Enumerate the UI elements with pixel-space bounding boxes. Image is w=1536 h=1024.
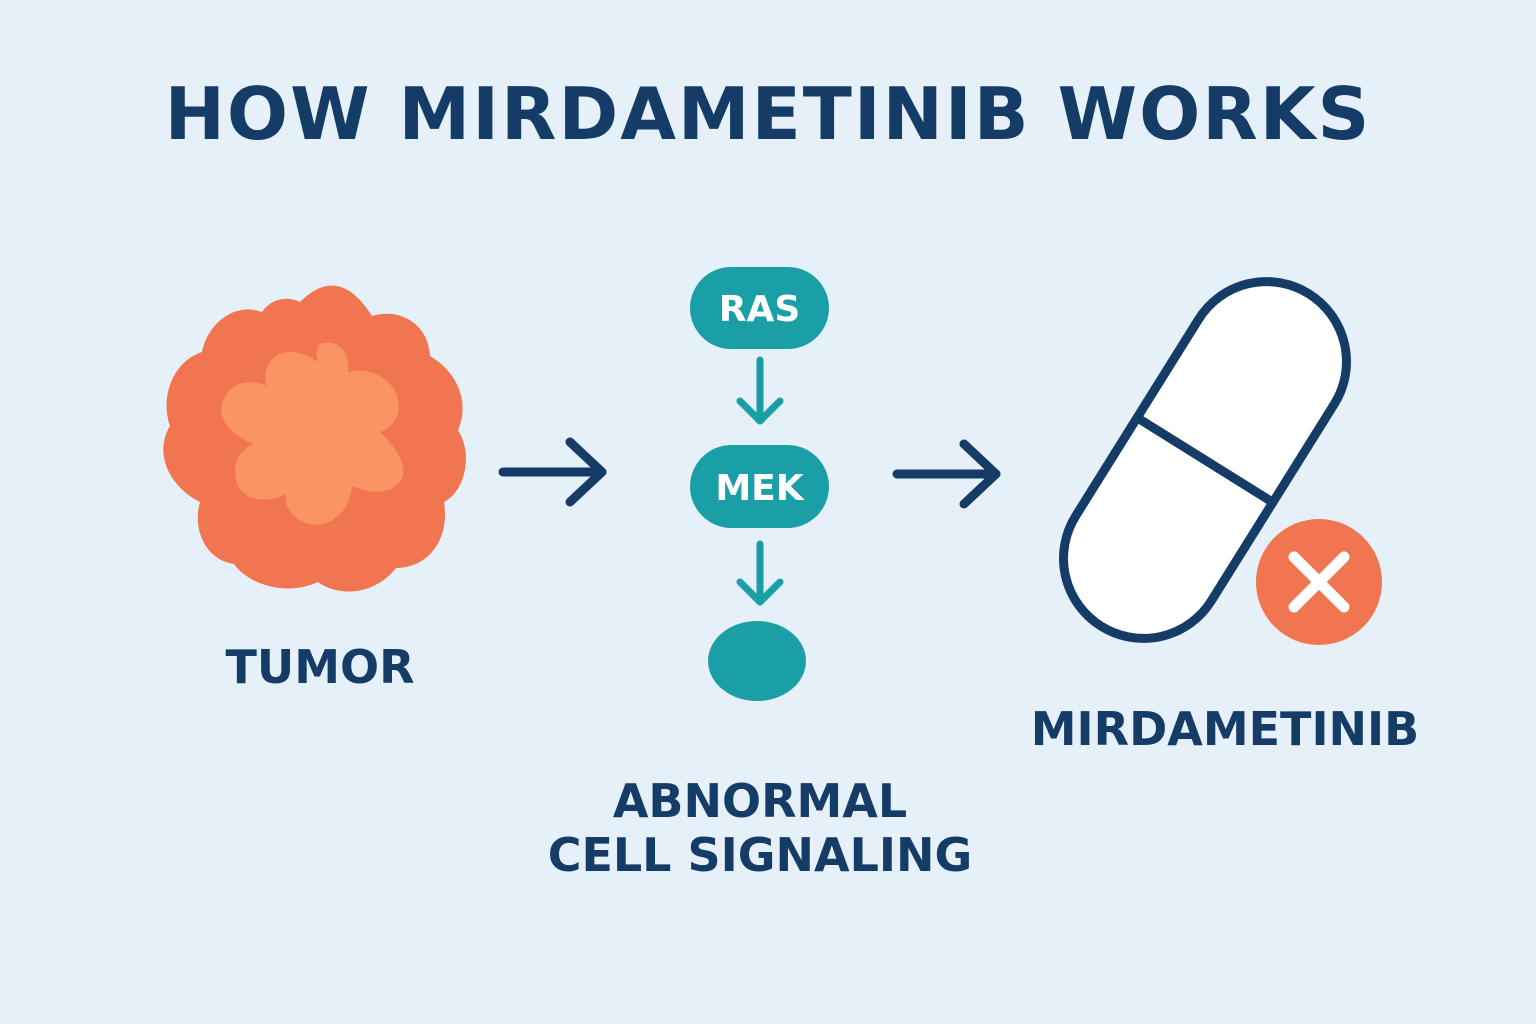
ras-node: RAS: [690, 267, 829, 349]
signaling-label-line: ABNORMAL: [612, 774, 908, 828]
ras-node-label: RAS: [719, 289, 801, 330]
mek-node: MEK: [690, 445, 829, 528]
signaling-label: ABNORMAL CELL SIGNALING: [500, 774, 1020, 883]
drug-label: MIRDAMETINIB: [1030, 702, 1420, 756]
arrow-right-icon: [498, 437, 607, 507]
signaling-pathway: RAS MEK: [690, 267, 829, 701]
blocked-x-icon: [1256, 519, 1382, 645]
tumor-icon: [163, 285, 466, 592]
arrow-right-icon: [892, 439, 1001, 509]
downstream-node: [708, 621, 806, 701]
pill-icon: [1059, 277, 1351, 643]
tumor-label: TUMOR: [225, 640, 415, 694]
page-title: HOW MIRDAMETINIB WORKS: [164, 72, 1372, 156]
mek-node-label: MEK: [715, 468, 804, 509]
signaling-label-line: CELL SIGNALING: [547, 828, 973, 883]
tumor-inner-shape: [221, 342, 404, 525]
arrow-down-icon: [736, 356, 784, 425]
arrow-down-icon: [736, 540, 784, 606]
